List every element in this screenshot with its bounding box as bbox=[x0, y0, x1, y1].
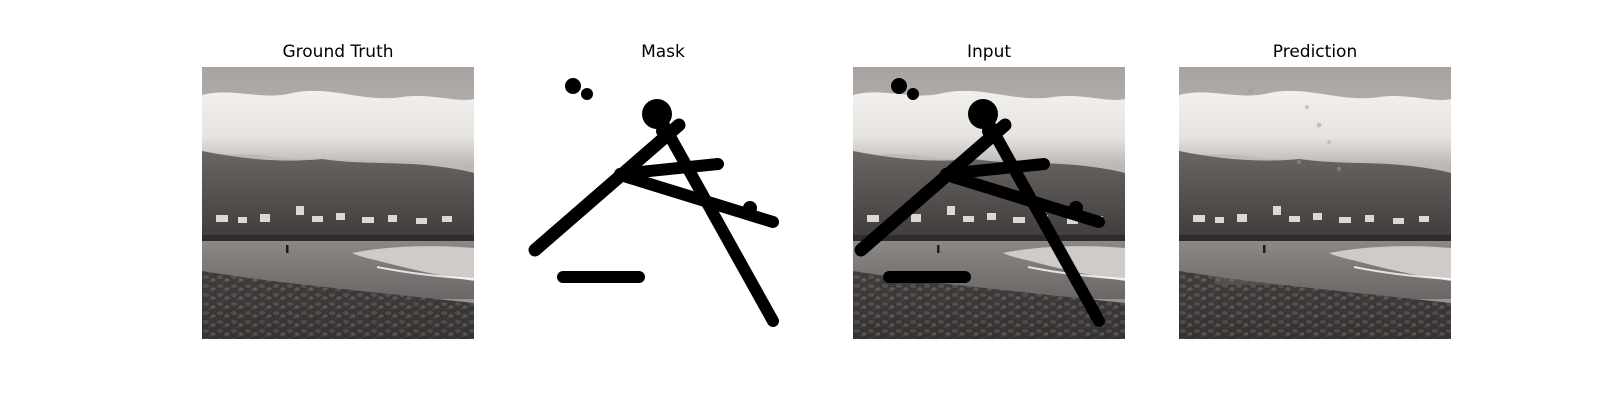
panel-title: Mask bbox=[641, 42, 685, 62]
prediction-image bbox=[1179, 67, 1451, 339]
mask-image bbox=[527, 67, 799, 339]
panel-title: Prediction bbox=[1272, 42, 1358, 62]
panel-title: Ground Truth bbox=[282, 42, 394, 62]
panel-title: Input bbox=[966, 42, 1012, 62]
ground-truth-image bbox=[202, 67, 474, 339]
input-image bbox=[853, 67, 1125, 339]
